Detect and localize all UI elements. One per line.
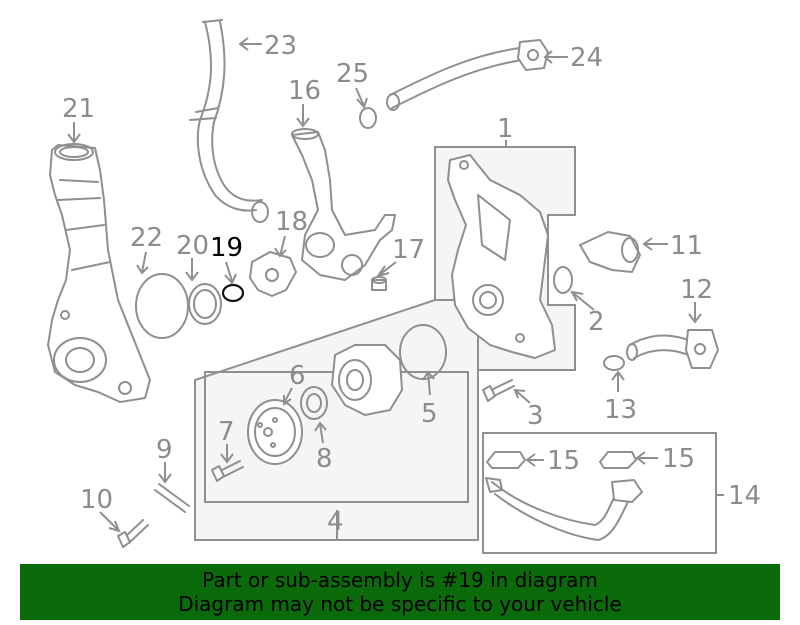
callout-15b: 15 [662,444,695,474]
callout-21: 21 [62,94,95,124]
part-6-pulley [247,399,303,465]
callout-12: 12 [680,275,713,305]
part-2-oring [553,266,573,294]
callout-8: 8 [316,444,333,474]
part-25-oring [359,107,377,129]
callout-3: 3 [527,401,544,431]
part-11-fitting [579,231,641,273]
callout-25: 25 [336,59,369,89]
part-19-oring [221,283,245,303]
callout-18: 18 [275,207,308,237]
part-7-bolt [211,460,244,482]
callout-14: 14 [728,481,761,511]
part-16-housing [291,128,396,281]
callout-17: 17 [392,235,425,265]
part-15-gasket-b [599,451,637,469]
part-14-bracket [485,477,643,541]
group-box-4 [194,299,479,541]
part-24-pipe [386,39,549,111]
callout-15a: 15 [547,446,580,476]
part-8-seal [300,386,328,420]
callout-7: 7 [218,417,235,447]
callout-24: 24 [570,43,603,73]
part-15-gasket-a [486,451,526,469]
part-22-oring [135,273,189,339]
part-17-cap [371,276,387,291]
callout-20: 20 [176,231,209,261]
callout-10: 10 [80,485,113,515]
part-4-pump [331,344,403,416]
part-3-bolt [482,379,515,402]
callout-11: 11 [670,231,703,261]
part-18-fitting [249,251,297,297]
part-12-elbow [626,329,719,369]
part-1-cover [447,154,556,359]
callout-6: 6 [289,361,306,391]
disclaimer-banner: Part or sub-assembly is #19 in diagram D… [20,564,780,620]
banner-line-2: Diagram may not be specific to your vehi… [178,592,622,616]
group-box-14 [482,432,717,554]
callout-1: 1 [497,114,514,144]
part-20-gasket [188,283,222,325]
part-10-bolt [117,519,149,548]
callout-5: 5 [421,399,438,429]
part-21-housing [47,143,151,403]
callout-2: 2 [588,307,605,337]
part-9-stud [154,483,190,513]
callout-labels: 1 2 3 4 5 6 7 8 9 10 11 12 13 14 15 15 1… [62,31,761,537]
callout-13: 13 [604,395,637,425]
banner-line-1: Part or sub-assembly is #19 in diagram [202,568,598,592]
part-13-oring [603,355,625,371]
part-23-hose [189,19,269,223]
callout-4: 4 [327,507,344,537]
callout-23: 23 [264,31,297,61]
callout-19: 19 [210,233,243,263]
leader-lines [67,37,724,540]
callout-9: 9 [156,435,173,465]
callout-22: 22 [130,223,163,253]
callout-16: 16 [288,76,321,106]
